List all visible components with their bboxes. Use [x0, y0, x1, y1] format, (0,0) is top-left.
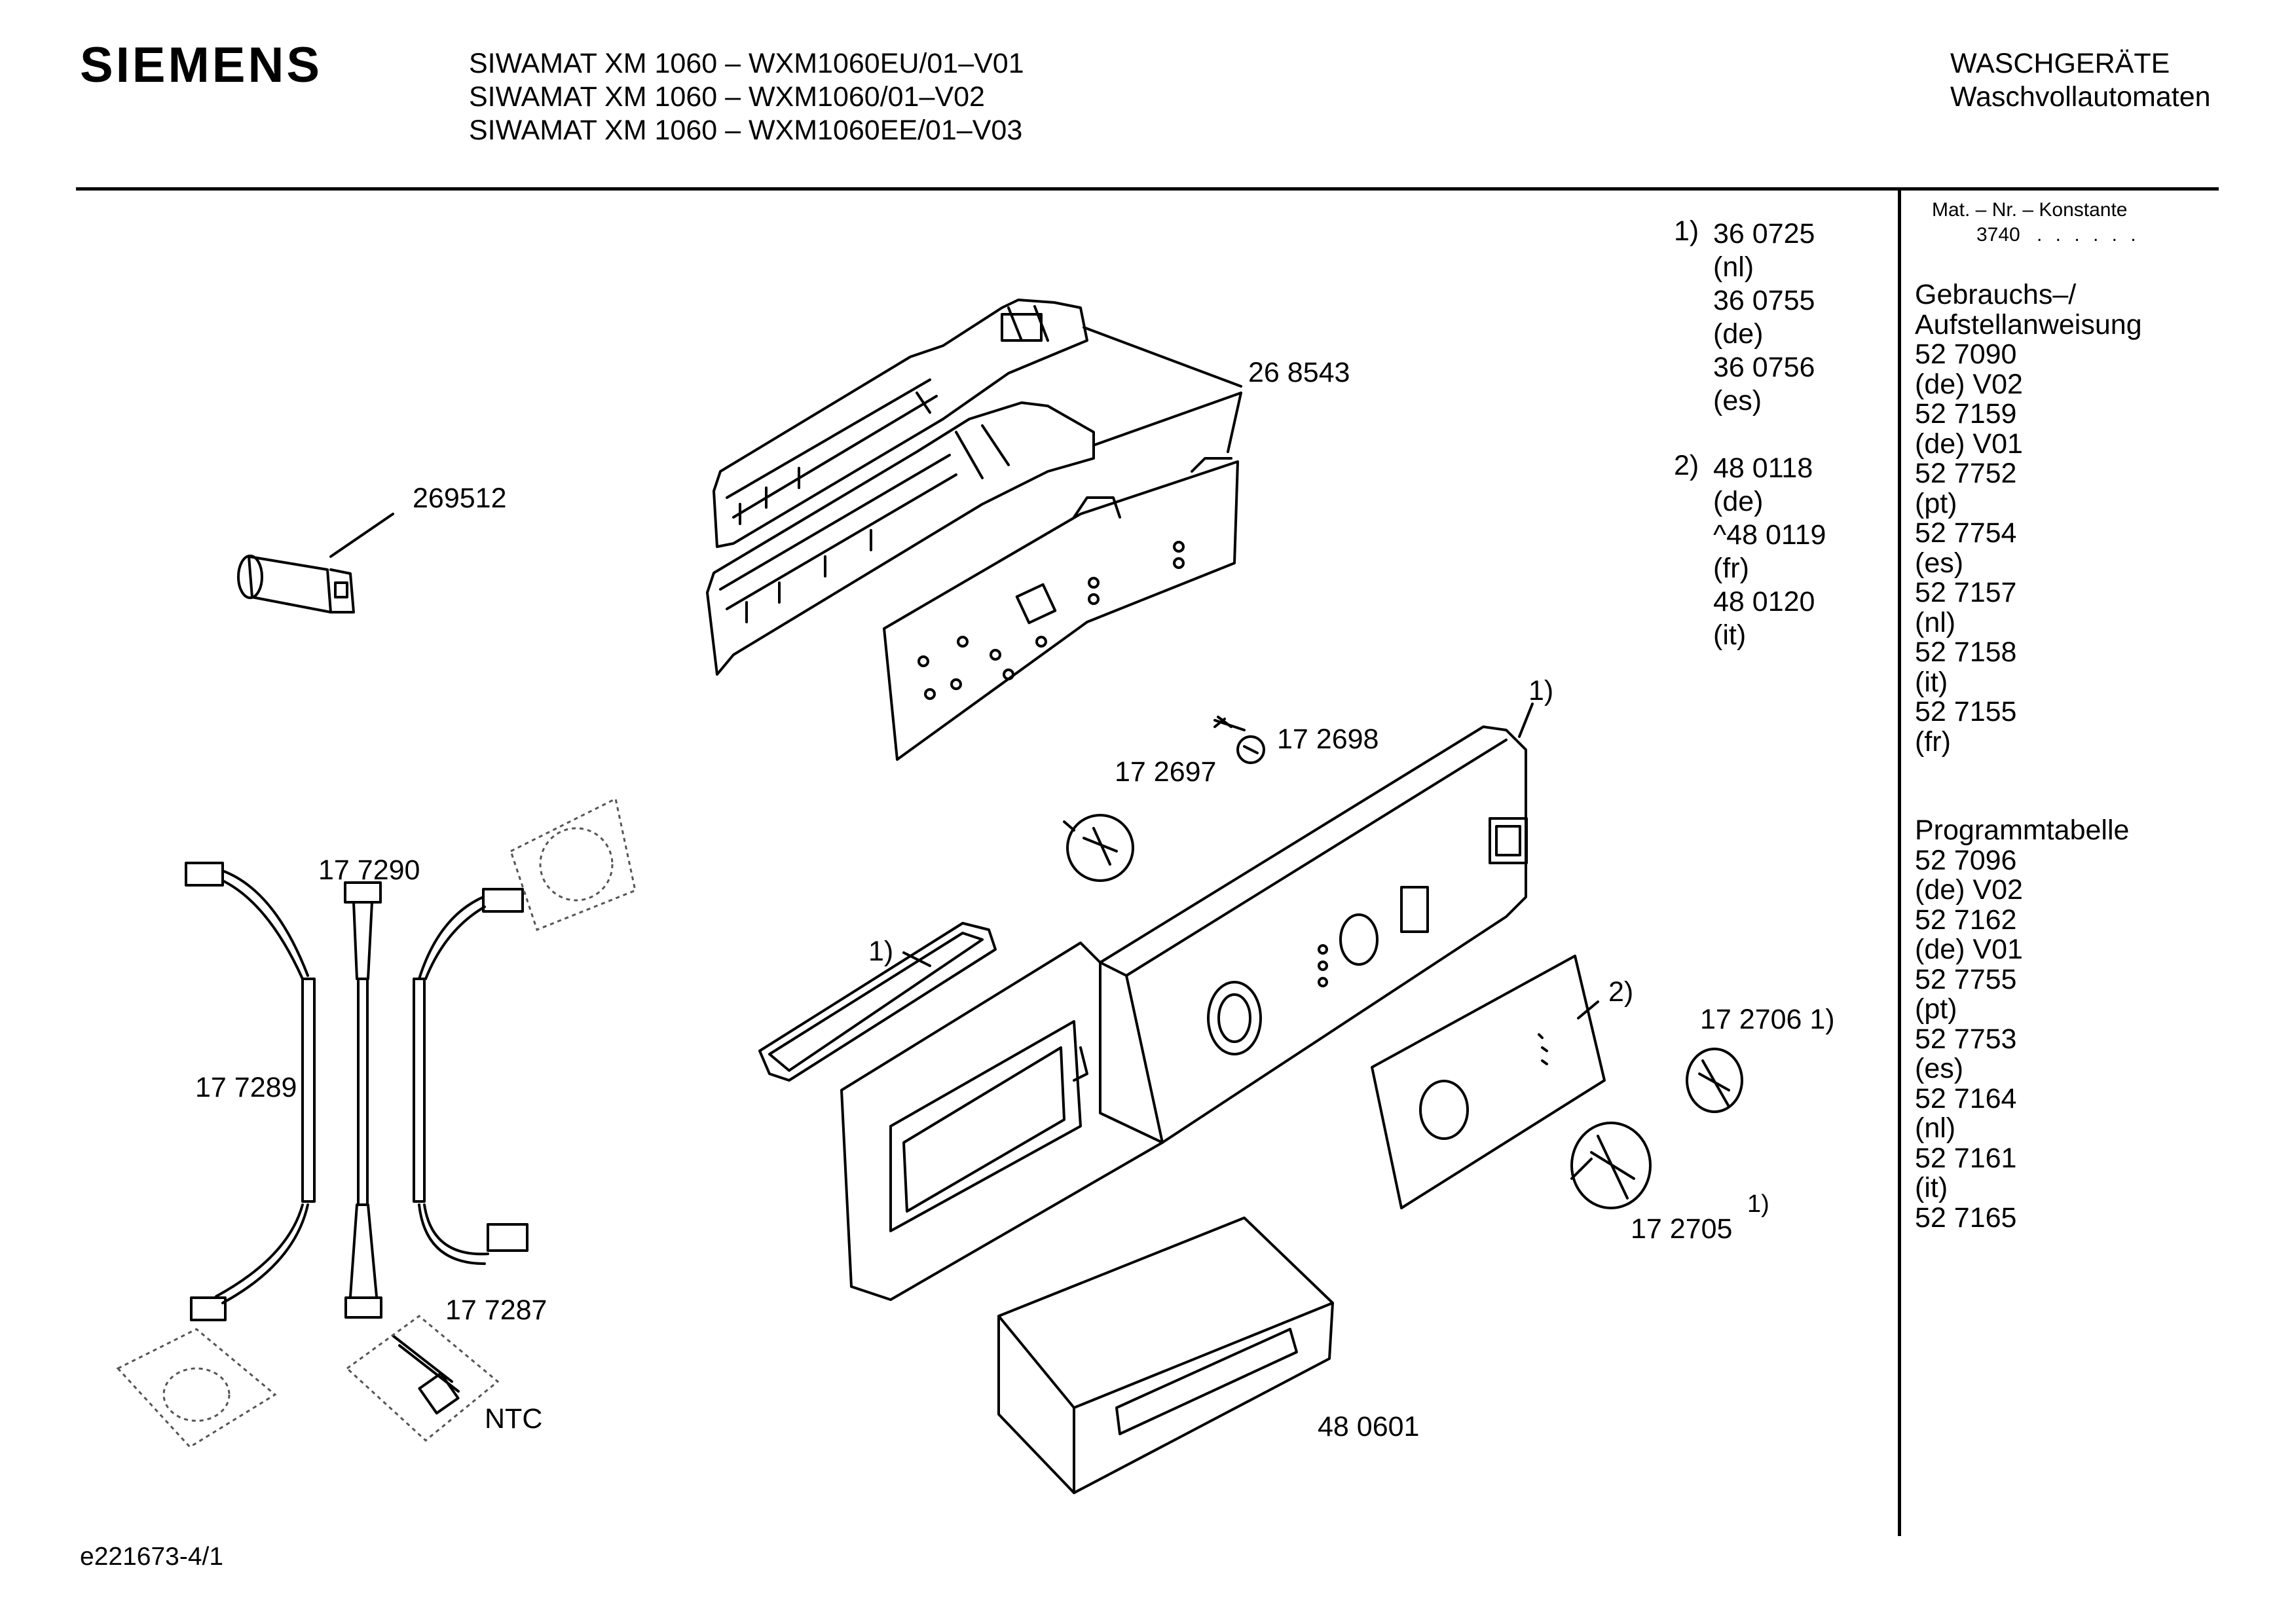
manual-item: (fr): [1915, 725, 1951, 758]
program-overlay: [1371, 955, 1606, 1209]
manual-title: Aufstellanweisung: [1915, 308, 2142, 340]
footnote-item: ^48 0119: [1713, 519, 1826, 551]
footnote-item: 36 0755: [1713, 285, 1815, 316]
heater-ghost: [509, 797, 637, 931]
manual-item: 52 7090: [1915, 339, 2017, 370]
part-label-480601: 48 0601: [1318, 1411, 1420, 1442]
program-list: Programmtabelle 52 7096 (de) V02 52 7162…: [1915, 815, 2130, 1234]
mat-nr-dots: . . . . . .: [2037, 224, 2140, 246]
program-item: (de) V02: [1915, 874, 2023, 906]
footnote-item: (es): [1713, 385, 1762, 416]
manual-item: (es): [1915, 547, 1964, 579]
footnote-item: 36 0756: [1713, 352, 1815, 383]
program-item: (de) V01: [1915, 934, 2023, 965]
manual-item: (de) V02: [1915, 368, 2023, 400]
model-line: SIWAMAT XM 1060 – WXM1060/01–V02: [469, 81, 985, 113]
ref-marker-overlay: 2): [1608, 976, 1634, 1008]
manual-item: 52 7159: [1915, 398, 2017, 430]
footnote-1-list: 36 0725 (nl) 36 0755 (de) 36 0756 (es): [1713, 217, 1815, 418]
program-item: (nl): [1915, 1112, 1956, 1144]
footnote-2-marker: 2): [1674, 450, 1699, 481]
selector-knob: [1063, 814, 1134, 882]
manual-item: 52 7754: [1915, 517, 2017, 549]
manual-item: (pt): [1915, 487, 1957, 519]
part-label-ntc: NTC: [485, 1403, 543, 1435]
program-item: 52 7165: [1915, 1201, 2017, 1234]
program-item: 52 7755: [1915, 963, 2017, 995]
wiring-harness-17-7290: [344, 881, 382, 1319]
gasket-seal: [758, 922, 997, 1082]
mat-nr-label: Mat. – Nr. – Konstante: [1932, 199, 2128, 221]
control-unit-housing-upper: [713, 299, 1088, 548]
manual-item: (it): [1915, 666, 1948, 698]
program-item: 52 7161: [1915, 1142, 2017, 1174]
program-item: (pt): [1915, 993, 1957, 1025]
control-pcb: [883, 457, 1239, 761]
part-label-172697: 17 2697: [1115, 756, 1217, 788]
category-subtitle: Waschvollautomaten: [1950, 81, 2211, 113]
sidebar-divider: [1898, 189, 1901, 1536]
ref-marker-panel: 1): [1528, 675, 1554, 706]
ntc-ghost: [345, 1315, 500, 1442]
part-label-177290: 17 7290: [318, 854, 420, 886]
control-fascia-panel: [840, 703, 1534, 1301]
manual-item: 52 7752: [1915, 458, 2017, 489]
wiring-harness-17-7289: [185, 862, 316, 1321]
manual-item: 52 7157: [1915, 577, 2017, 608]
fixing-screw: [1213, 716, 1265, 764]
manual-item: 52 7155: [1915, 696, 2017, 727]
program-item: 52 7164: [1915, 1082, 2017, 1114]
manual-title: Gebrauchs–/: [1915, 279, 2077, 310]
manual-item: 52 7158: [1915, 636, 2017, 668]
footnote-2-list: 48 0118 (de) ^48 0119 (fr) 48 0120 (it): [1713, 452, 1826, 652]
manual-item: (nl): [1915, 606, 1956, 638]
footnote-item: (de): [1713, 318, 1764, 350]
footnote-1-marker: 1): [1674, 215, 1699, 247]
part-label-172698: 17 2698: [1277, 724, 1379, 755]
brand-logo: SIEMENS: [80, 37, 323, 93]
drawing-id: e221673-4/1: [80, 1543, 224, 1571]
category-title: WASCHGERÄTE: [1950, 48, 2170, 79]
program-item: (it): [1915, 1172, 1948, 1203]
ntc-sensor: [392, 1334, 460, 1415]
model-line: SIWAMAT XM 1060 – WXM1060EU/01–V01: [469, 48, 1024, 79]
manual-item: (de) V01: [1915, 428, 2023, 460]
header-divider: [76, 187, 2219, 191]
footnote-item: (fr): [1713, 553, 1749, 584]
program-item: 52 7753: [1915, 1023, 2017, 1055]
ref-marker-knob: 1): [1747, 1190, 1769, 1218]
part-label-269512: 269512: [413, 483, 507, 514]
program-item: 52 7096: [1915, 844, 2017, 876]
wiring-harness-17-7287: [413, 888, 528, 1265]
mat-nr-value: 3740: [1976, 224, 2020, 246]
part-label-268543: 26 8543: [1248, 357, 1350, 388]
part-label-177289: 17 7289: [195, 1072, 297, 1103]
part-label-172705: 17 2705: [1631, 1213, 1733, 1245]
part-label-172706: 17 2706 1): [1700, 1004, 1835, 1035]
footnote-item: (it): [1713, 619, 1747, 651]
control-unit-frame: [706, 401, 1095, 676]
footnote-item: (nl): [1713, 251, 1754, 283]
model-list: SIWAMAT XM 1060 – WXM1060EU/01–V01 SIWAM…: [469, 47, 1024, 147]
manual-list: Gebrauchs–/ Aufstellanweisung 52 7090 (d…: [1915, 280, 2142, 757]
program-title: Programmtabelle: [1915, 815, 2130, 846]
small-knob: [1686, 1048, 1743, 1113]
category-block: WASCHGERÄTE Waschvollautomaten: [1950, 47, 2211, 114]
detergent-drawer-front: [997, 1217, 1334, 1494]
model-line: SIWAMAT XM 1060 – WXM1060EE/01–V03: [469, 115, 1023, 146]
program-item: (es): [1915, 1053, 1964, 1084]
footnote-item: 48 0118: [1713, 452, 1813, 484]
ref-marker-gasket: 1): [868, 936, 894, 967]
footnote-item: 36 0725: [1713, 218, 1815, 249]
program-knob: [1570, 1122, 1652, 1209]
capacitor: [237, 513, 394, 614]
footnote-item: (de): [1713, 486, 1764, 517]
footnote-item: 48 0120: [1713, 586, 1815, 617]
pump-ghost: [116, 1328, 277, 1448]
part-label-177287: 17 7287: [445, 1294, 547, 1326]
program-item: 52 7162: [1915, 904, 2017, 936]
